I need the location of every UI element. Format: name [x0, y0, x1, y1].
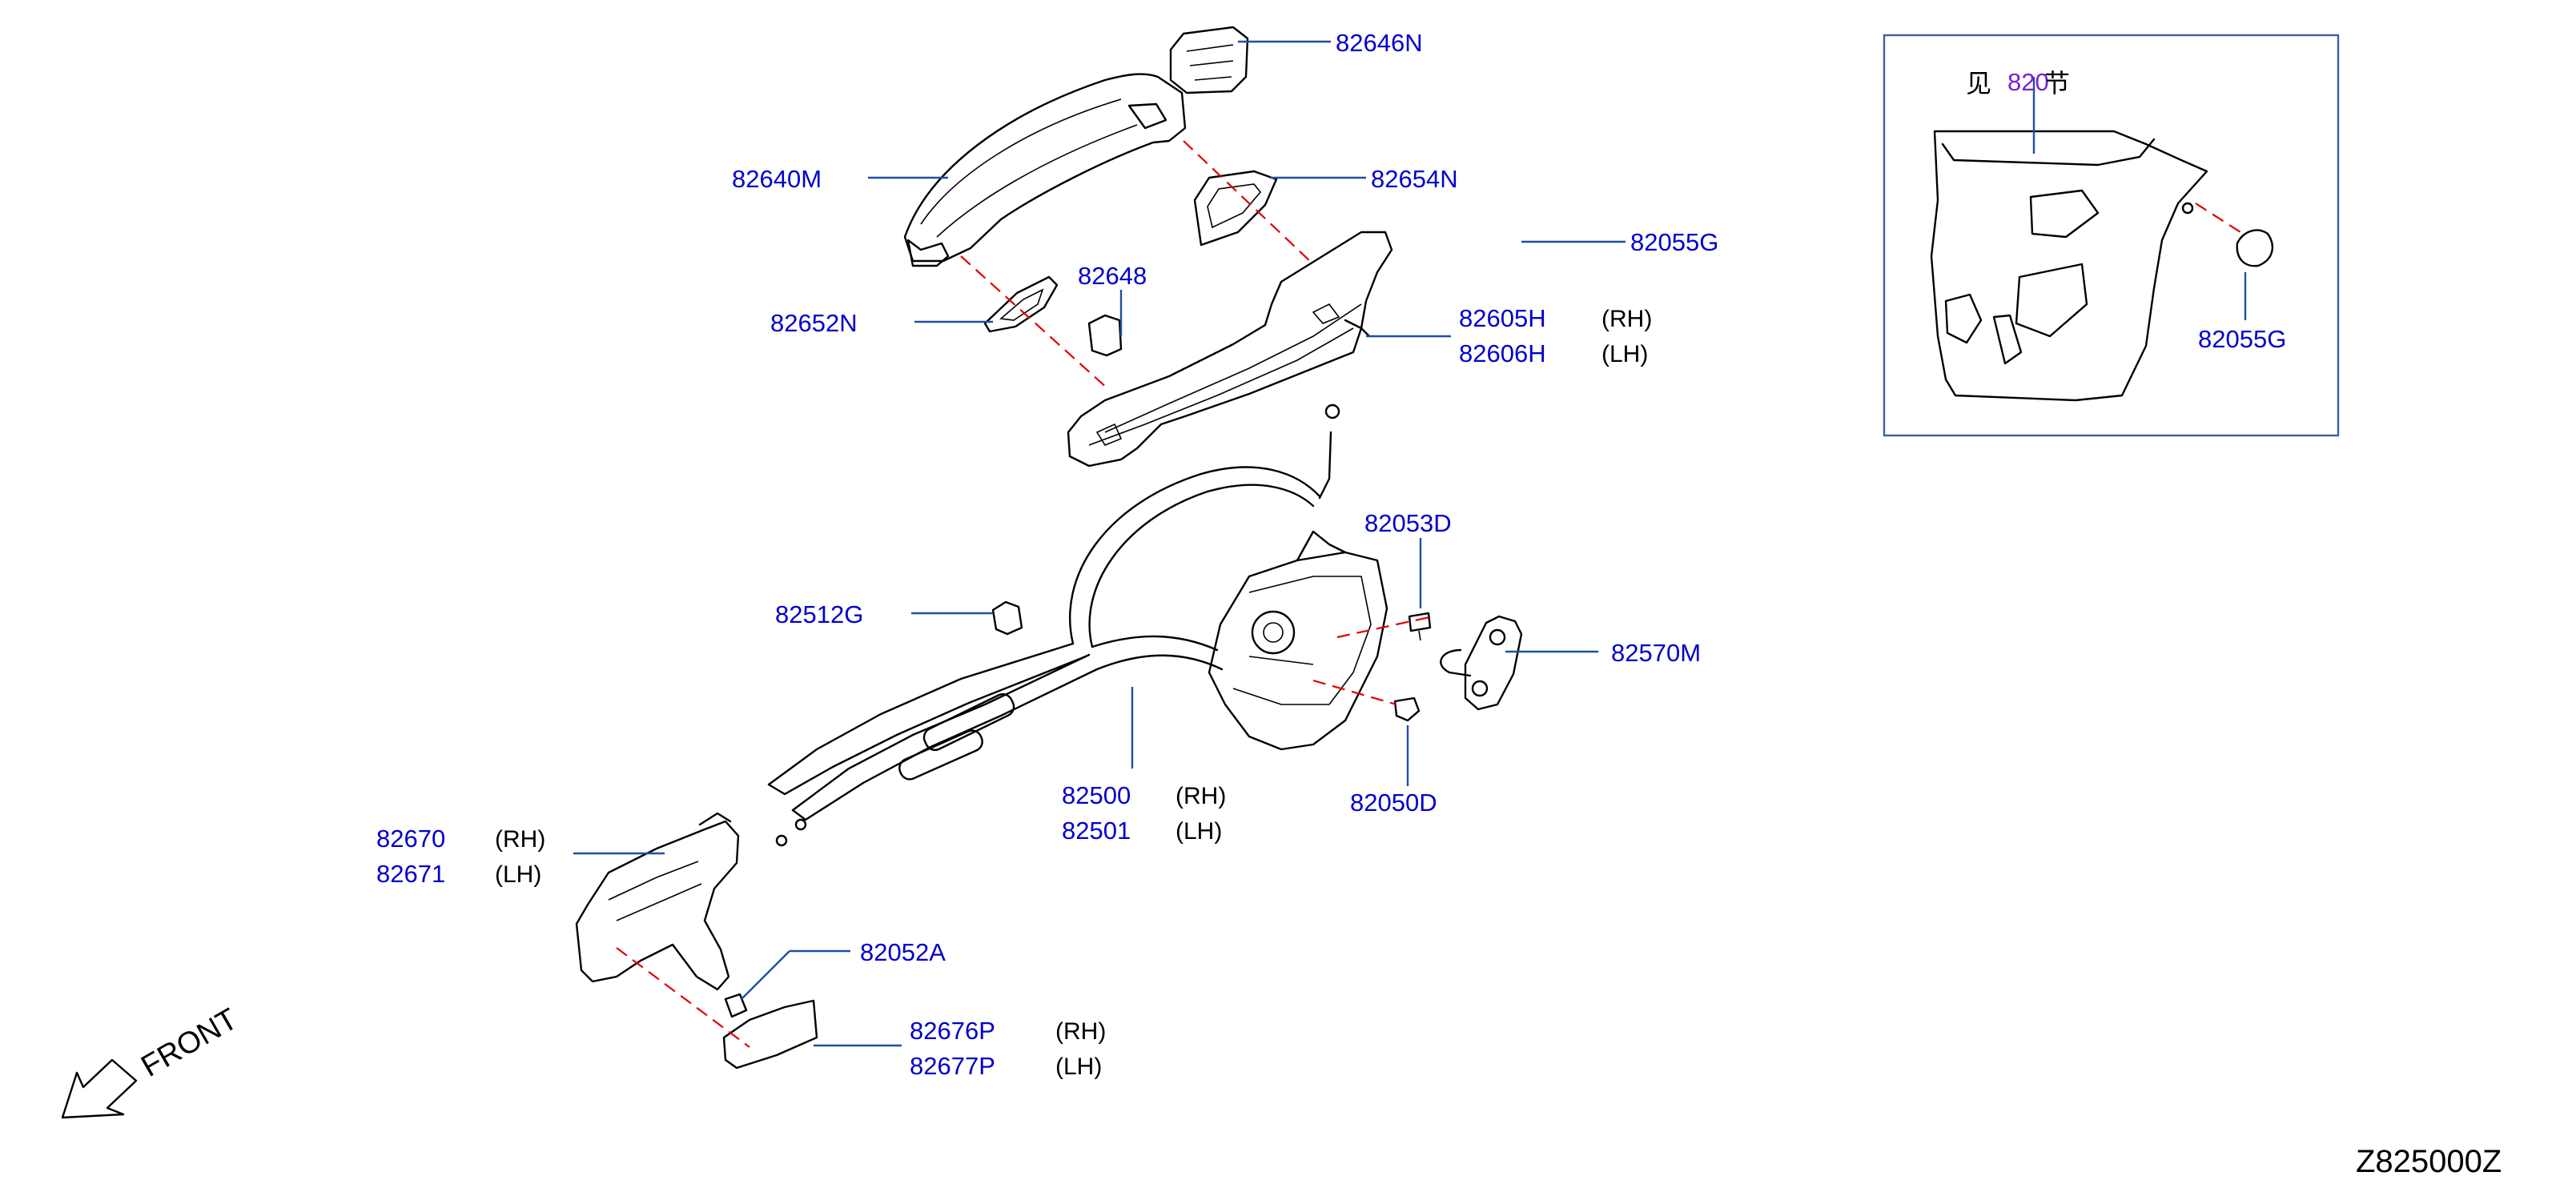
part-side-82671: (LH) [495, 861, 541, 888]
part-label-82606H[interactable]: 82606H [1459, 339, 1546, 367]
part-side-82606H: (LH) [1601, 341, 1648, 367]
part-label-82570M[interactable]: 82570M [1611, 639, 1701, 667]
part-label-82654N[interactable]: 82654N [1371, 165, 1458, 193]
cable-clip-drawing [991, 600, 1023, 636]
clip-drawing [1087, 314, 1123, 357]
part-label-82605H[interactable]: 82605H [1459, 304, 1546, 332]
part-label-82671[interactable]: 82671 [376, 860, 445, 888]
part-label-82646N[interactable]: 82646N [1336, 29, 1423, 57]
part-side-82677P: (LH) [1055, 1054, 1102, 1080]
part-side-82605H: (RH) [1601, 306, 1652, 332]
part-side-82676P: (RH) [1055, 1018, 1106, 1045]
part-labels: 82646N 82640M 82654N 82055G 82648 82652N… [376, 29, 1718, 1080]
part-label-82676P[interactable]: 82676P [910, 1017, 995, 1045]
screw-drawing [1393, 696, 1421, 722]
rear-gasket-drawing [1193, 170, 1278, 247]
striker-drawing [1440, 615, 1523, 711]
part-label-82500[interactable]: 82500 [1062, 781, 1131, 809]
handle-bracket-drawing [1067, 231, 1393, 468]
inset-ref-prefix: 见 [1966, 69, 1991, 98]
leader-lines [573, 40, 1626, 1047]
assembly-centerlines [616, 140, 2241, 1048]
inset-ref-number: 820 [2007, 68, 2049, 96]
front-arrow-icon [61, 1058, 138, 1119]
part-label-82055G[interactable]: 82055G [1630, 228, 1718, 256]
inset-part-label[interactable]: 82055G [2198, 325, 2286, 353]
part-label-82677P[interactable]: 82677P [910, 1052, 995, 1080]
part-label-82648[interactable]: 82648 [1078, 262, 1147, 290]
inset-ref-suffix: 节 [2044, 69, 2070, 98]
outside-handle-drawing [903, 73, 1187, 267]
part-label-82053D[interactable]: 82053D [1364, 509, 1452, 537]
part-label-82052A[interactable]: 82052A [860, 938, 946, 966]
front-arrow: FRONT [61, 1002, 243, 1119]
escutcheon-drawing [722, 999, 818, 1070]
part-label-82512G[interactable]: 82512G [775, 600, 863, 628]
door-lock-drawing [1208, 530, 1388, 751]
part-label-82050D[interactable]: 82050D [1350, 789, 1437, 817]
front-label: FRONT [136, 1002, 243, 1084]
part-label-82501[interactable]: 82501 [1062, 817, 1131, 845]
front-gasket-drawing [983, 275, 1059, 333]
handle-cap-drawing [1169, 26, 1249, 94]
bolt-drawing [1408, 612, 1432, 641]
part-label-82652N[interactable]: 82652N [770, 309, 858, 337]
inside-handle-screw-drawing [724, 993, 748, 1018]
part-label-82670[interactable]: 82670 [376, 825, 445, 853]
part-side-82670: (RH) [495, 826, 545, 853]
inside-handle-drawing [575, 812, 740, 991]
part-label-82640M[interactable]: 82640M [732, 165, 822, 193]
part-side-82501: (LH) [1175, 818, 1222, 845]
drawing-code: Z825000Z [2356, 1144, 2502, 1179]
cable-drawing [767, 403, 1340, 847]
inset-panel: 见 820 节 82055G [1883, 34, 2340, 437]
part-side-82500: (RH) [1175, 783, 1226, 809]
